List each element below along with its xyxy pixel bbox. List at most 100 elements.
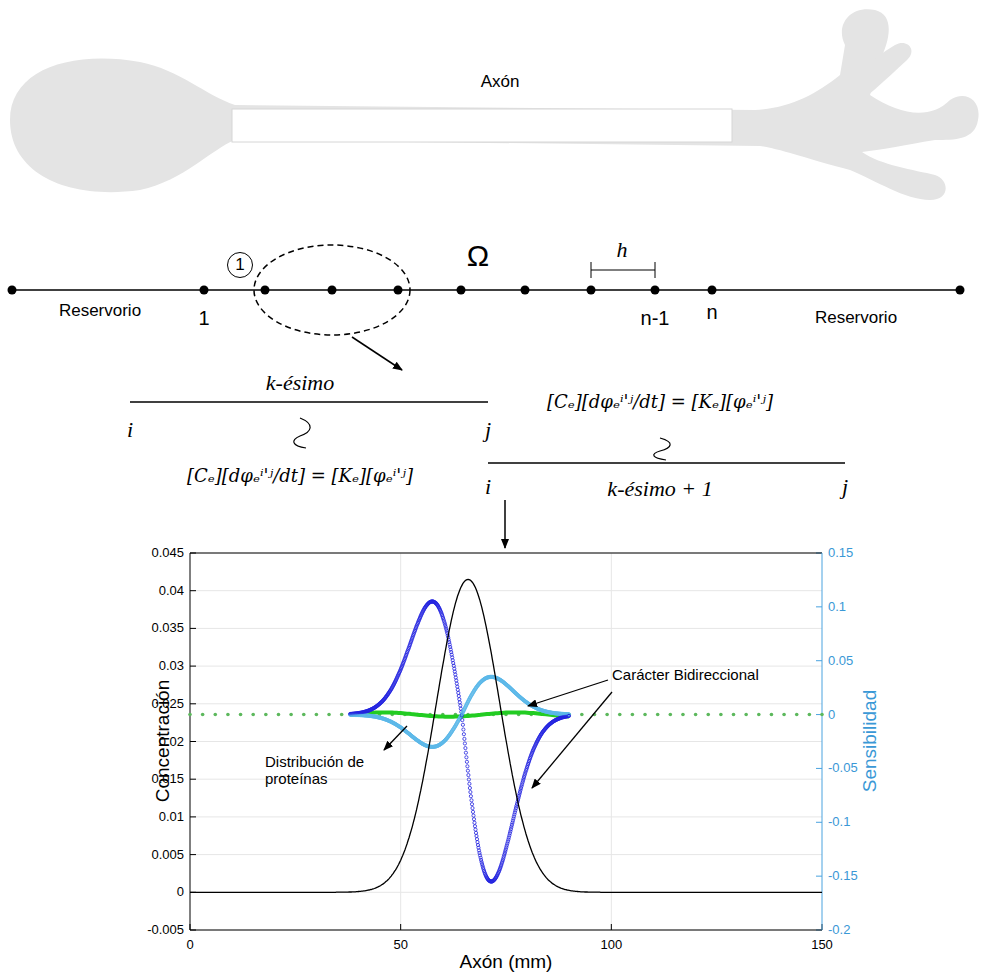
data-marker <box>226 713 230 717</box>
mesh-node-dot <box>328 286 337 295</box>
data-marker <box>466 769 469 772</box>
mesh-line <box>12 289 960 291</box>
tick-label: 100 <box>600 938 622 953</box>
data-marker <box>458 701 461 704</box>
data-marker <box>277 713 281 717</box>
region-label: Reservorio <box>59 301 141 321</box>
data-marker <box>472 814 475 817</box>
data-marker <box>462 728 465 731</box>
data-marker <box>315 713 319 717</box>
data-marker <box>770 713 774 717</box>
grid-line <box>611 553 612 930</box>
data-marker <box>656 713 660 717</box>
data-marker <box>289 713 293 717</box>
data-marker <box>757 713 761 717</box>
squiggle <box>294 418 310 448</box>
tick <box>190 779 196 780</box>
callout-number: 1 <box>235 255 244 275</box>
tick-label: 0.035 <box>151 621 184 636</box>
node-number: n <box>706 301 717 324</box>
data-marker <box>706 713 710 717</box>
axon-segment <box>232 109 732 142</box>
tick <box>190 854 196 855</box>
tick-label: -0.2 <box>828 923 850 938</box>
data-marker <box>456 685 459 688</box>
tick <box>190 741 196 742</box>
h-bracket <box>591 262 592 278</box>
data-marker <box>744 713 748 717</box>
tick <box>190 628 196 629</box>
data-marker <box>469 791 472 794</box>
data-marker <box>464 747 467 750</box>
tick <box>190 666 196 667</box>
mesh-node-dot <box>708 286 717 295</box>
tick <box>816 660 822 661</box>
node-index: i <box>127 417 133 442</box>
data-marker <box>631 713 635 717</box>
grid-line <box>190 628 822 629</box>
data-marker <box>795 713 799 717</box>
data-marker <box>455 682 458 685</box>
tick-label: 150 <box>811 938 833 953</box>
node-index: j <box>842 474 848 499</box>
data-series <box>190 579 822 892</box>
data-marker <box>239 713 243 717</box>
tick-label: 0 <box>828 707 835 722</box>
data-marker <box>340 713 344 717</box>
data-marker <box>458 698 461 701</box>
data-marker <box>251 713 255 717</box>
tick-label: 0.15 <box>828 546 853 561</box>
mesh-node-dot <box>200 286 209 295</box>
squiggle <box>654 438 670 460</box>
data-marker <box>264 713 268 717</box>
data-marker <box>188 713 192 717</box>
neuron-body <box>10 9 979 200</box>
data-marker <box>463 737 466 740</box>
mesh-node-dot <box>457 286 466 295</box>
grid-line <box>190 590 822 591</box>
grid-line <box>190 930 822 931</box>
tick-label: 0.01 <box>159 809 184 824</box>
region-label: Reservorio <box>815 308 897 328</box>
mesh-node-dot <box>587 286 596 295</box>
annotation: Carácter Bidireccional <box>612 666 759 683</box>
grid-line <box>400 553 401 930</box>
data-marker <box>466 765 469 768</box>
tick-label: 0.045 <box>151 546 184 561</box>
annotation-arrow <box>384 726 407 750</box>
tick <box>816 822 822 823</box>
tick-label: 0.005 <box>151 847 184 862</box>
tick-label: 0.03 <box>159 659 184 674</box>
data-marker <box>473 825 476 828</box>
data-marker <box>461 719 464 722</box>
data-marker <box>681 713 685 717</box>
mesh <box>12 245 960 548</box>
data-marker <box>327 713 331 717</box>
callout-circle: 1 <box>227 252 253 278</box>
data-marker <box>732 713 736 717</box>
annotation: Distribución de proteínas <box>265 753 390 788</box>
data-marker <box>474 828 477 831</box>
data-marker <box>471 810 474 813</box>
right-axis <box>822 553 823 930</box>
data-marker <box>669 713 673 717</box>
tick-label: -0.05 <box>828 761 858 776</box>
annotation-arrows <box>384 680 612 788</box>
axis-title: Concentración <box>152 680 174 803</box>
data-marker <box>469 795 472 798</box>
node-number: 1 <box>198 307 209 330</box>
node-index: i <box>485 474 491 499</box>
axon-illustration <box>10 9 979 200</box>
data-series <box>350 712 569 716</box>
data-marker <box>457 694 460 697</box>
dimension: h <box>617 237 628 262</box>
tick-label: -0.005 <box>147 923 184 938</box>
tick-label: 0 <box>177 885 184 900</box>
tick <box>190 590 196 591</box>
data-marker <box>580 713 584 717</box>
data-marker <box>461 723 464 726</box>
data-marker <box>467 778 470 781</box>
grid-line <box>190 703 822 704</box>
data-marker <box>473 821 476 824</box>
top-axis <box>190 553 822 554</box>
